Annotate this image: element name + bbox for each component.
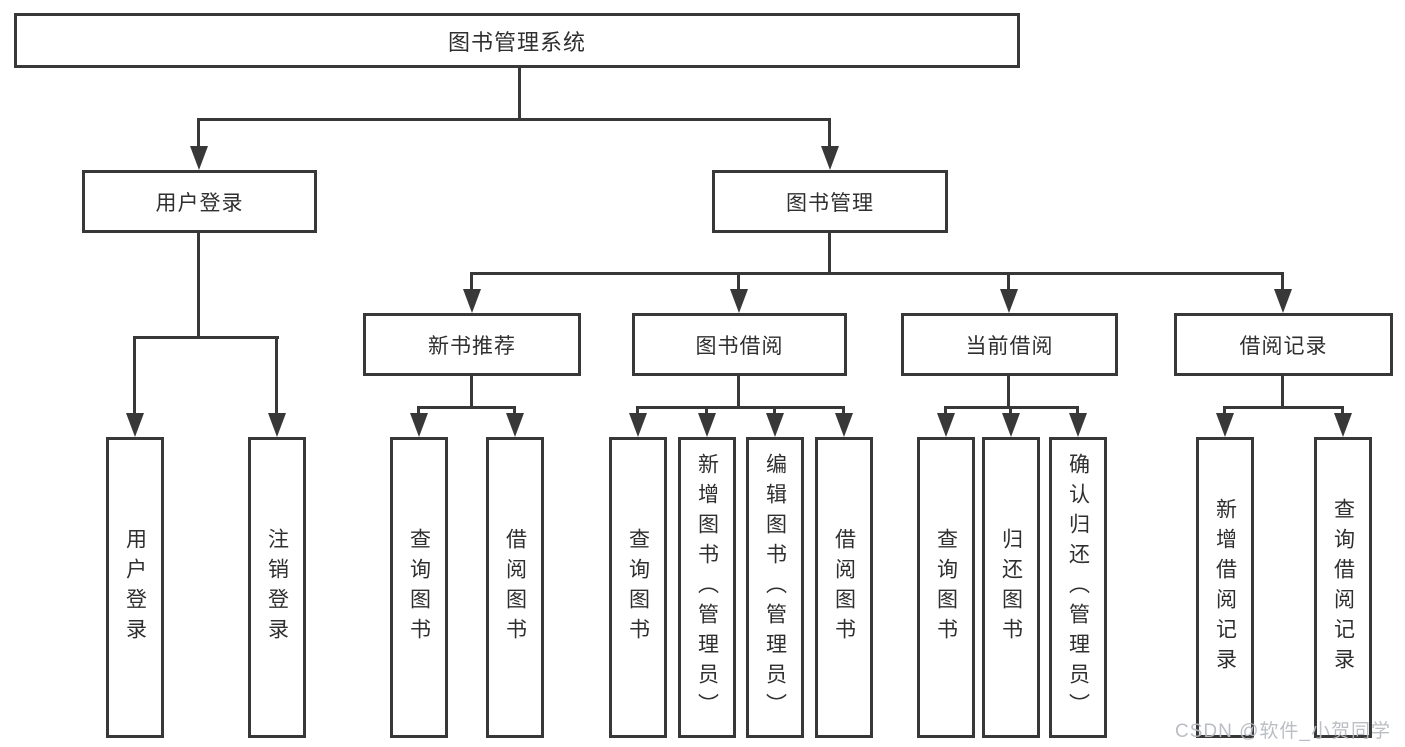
connector-newbook-trunk <box>470 376 473 406</box>
node-book-management: 图书管理 <box>712 170 948 233</box>
arrowhead-borrow2 <box>835 413 853 437</box>
node-label: 确认归还（管理员） <box>1066 452 1090 723</box>
arrowhead-add-record <box>1216 413 1234 437</box>
node-label: 图书管理系统 <box>447 29 586 55</box>
arrowhead-return-book <box>1002 413 1020 437</box>
arrowhead-query2 <box>629 413 647 437</box>
arrowhead-user-login <box>190 146 208 170</box>
node-label: 新增图书（管理员） <box>695 452 719 723</box>
leaf-edit-books-admin: 编辑图书（管理员） <box>746 437 804 738</box>
connector-drop-borrowing-records <box>1281 272 1284 292</box>
arrowhead-book-borrowing <box>730 289 748 313</box>
node-label: 新书推荐 <box>428 334 516 358</box>
connector-drop-borrow1 <box>513 406 516 416</box>
arrowhead-current-borrowing <box>1000 289 1018 313</box>
connector-userlogin-trunk <box>197 233 200 336</box>
node-label: 归还图书 <box>999 527 1023 648</box>
node-label: 查询借阅记录 <box>1331 497 1355 678</box>
node-label: 查询图书 <box>626 527 650 648</box>
connector-drop-book-borrowing <box>737 272 740 292</box>
leaf-borrow-books-1: 借阅图书 <box>486 437 544 738</box>
arrowhead-query1 <box>410 413 428 437</box>
connector-drop-leaf-user-login <box>133 336 136 415</box>
node-label: 图书管理 <box>786 191 874 215</box>
node-label: 编辑图书（管理员） <box>763 452 787 723</box>
leaf-query-books-3: 查询图书 <box>917 437 975 738</box>
connector-drop-return-book <box>1009 406 1012 416</box>
arrowhead-borrow1 <box>506 413 524 437</box>
connector-currentborrow-trunk <box>1007 376 1010 406</box>
connector-drop-edit-book <box>773 406 776 416</box>
leaf-query-borrow-record: 查询借阅记录 <box>1314 437 1372 738</box>
connector-drop-user-login <box>197 118 200 150</box>
node-label: 用户登录 <box>123 527 147 648</box>
node-new-book-recommend: 新书推荐 <box>363 313 581 376</box>
node-label: 注销登录 <box>265 527 289 648</box>
node-label: 借阅图书 <box>503 527 527 648</box>
connector-newbook-split <box>417 406 516 409</box>
connector-bookborrow-trunk <box>737 376 740 406</box>
leaf-add-books-admin: 新增图书（管理员） <box>678 437 736 738</box>
node-book-borrowing: 图书借阅 <box>632 313 847 376</box>
connector-userlogin-split <box>133 336 279 339</box>
connector-drop-leaf-logout <box>275 336 278 415</box>
connector-bookborrow-split <box>636 406 845 409</box>
leaf-borrow-books-2: 借阅图书 <box>815 437 873 738</box>
connector-records-trunk <box>1281 376 1284 406</box>
arrowhead-query-record <box>1334 413 1352 437</box>
connector-drop-confirm-return <box>1076 406 1079 416</box>
connector-drop-query-record <box>1341 406 1344 416</box>
node-label: 借阅记录 <box>1239 334 1328 358</box>
arrowhead-new-book <box>463 289 481 313</box>
node-label: 用户登录 <box>155 191 244 215</box>
leaf-return-books: 归还图书 <box>982 437 1040 738</box>
leaf-query-books-1: 查询图书 <box>390 437 448 738</box>
connector-drop-add-book <box>705 406 708 416</box>
leaf-confirm-return-admin: 确认归还（管理员） <box>1049 437 1107 738</box>
connector-bookmgmt-split <box>470 272 1284 275</box>
connector-root-trunk <box>518 68 521 120</box>
connector-drop-add-record <box>1223 406 1226 416</box>
arrowhead-confirm-return <box>1069 413 1087 437</box>
arrowhead-book-management <box>821 146 839 170</box>
node-label: 当前借阅 <box>965 334 1054 358</box>
leaf-logout: 注销登录 <box>248 437 306 738</box>
connector-drop-query1 <box>417 406 420 416</box>
node-current-borrowing: 当前借阅 <box>901 313 1118 376</box>
arrowhead-query3 <box>937 413 955 437</box>
node-label: 图书借阅 <box>695 334 784 358</box>
leaf-add-borrow-record: 新增借阅记录 <box>1196 437 1254 738</box>
node-user-login: 用户登录 <box>82 170 317 233</box>
connector-drop-borrow2 <box>842 406 845 416</box>
arrowhead-edit-book <box>766 413 784 437</box>
csdn-watermark: CSDN @软件_小贺同学 <box>1175 721 1391 742</box>
connector-root-split <box>197 118 831 121</box>
node-library-management-system: 图书管理系统 <box>14 13 1020 68</box>
connector-records-split <box>1223 406 1344 409</box>
node-label: 新增借阅记录 <box>1213 497 1237 678</box>
node-borrowing-records: 借阅记录 <box>1174 313 1393 376</box>
connector-drop-query3 <box>944 406 947 416</box>
arrowhead-leaf-logout <box>268 413 286 437</box>
arrowhead-add-book <box>698 413 716 437</box>
connector-drop-new-book <box>470 272 473 292</box>
connector-bookmgmt-trunk <box>828 233 831 272</box>
connector-drop-current-borrowing <box>1007 272 1010 292</box>
leaf-user-login: 用户登录 <box>106 437 164 738</box>
connector-drop-query2 <box>636 406 639 416</box>
arrowhead-borrowing-records <box>1274 289 1292 313</box>
node-label: 查询图书 <box>934 527 958 648</box>
node-label: 借阅图书 <box>832 527 856 648</box>
leaf-query-books-2: 查询图书 <box>609 437 667 738</box>
connector-drop-book-management <box>828 118 831 150</box>
arrowhead-leaf-user-login <box>126 413 144 437</box>
node-label: 查询图书 <box>407 527 431 648</box>
